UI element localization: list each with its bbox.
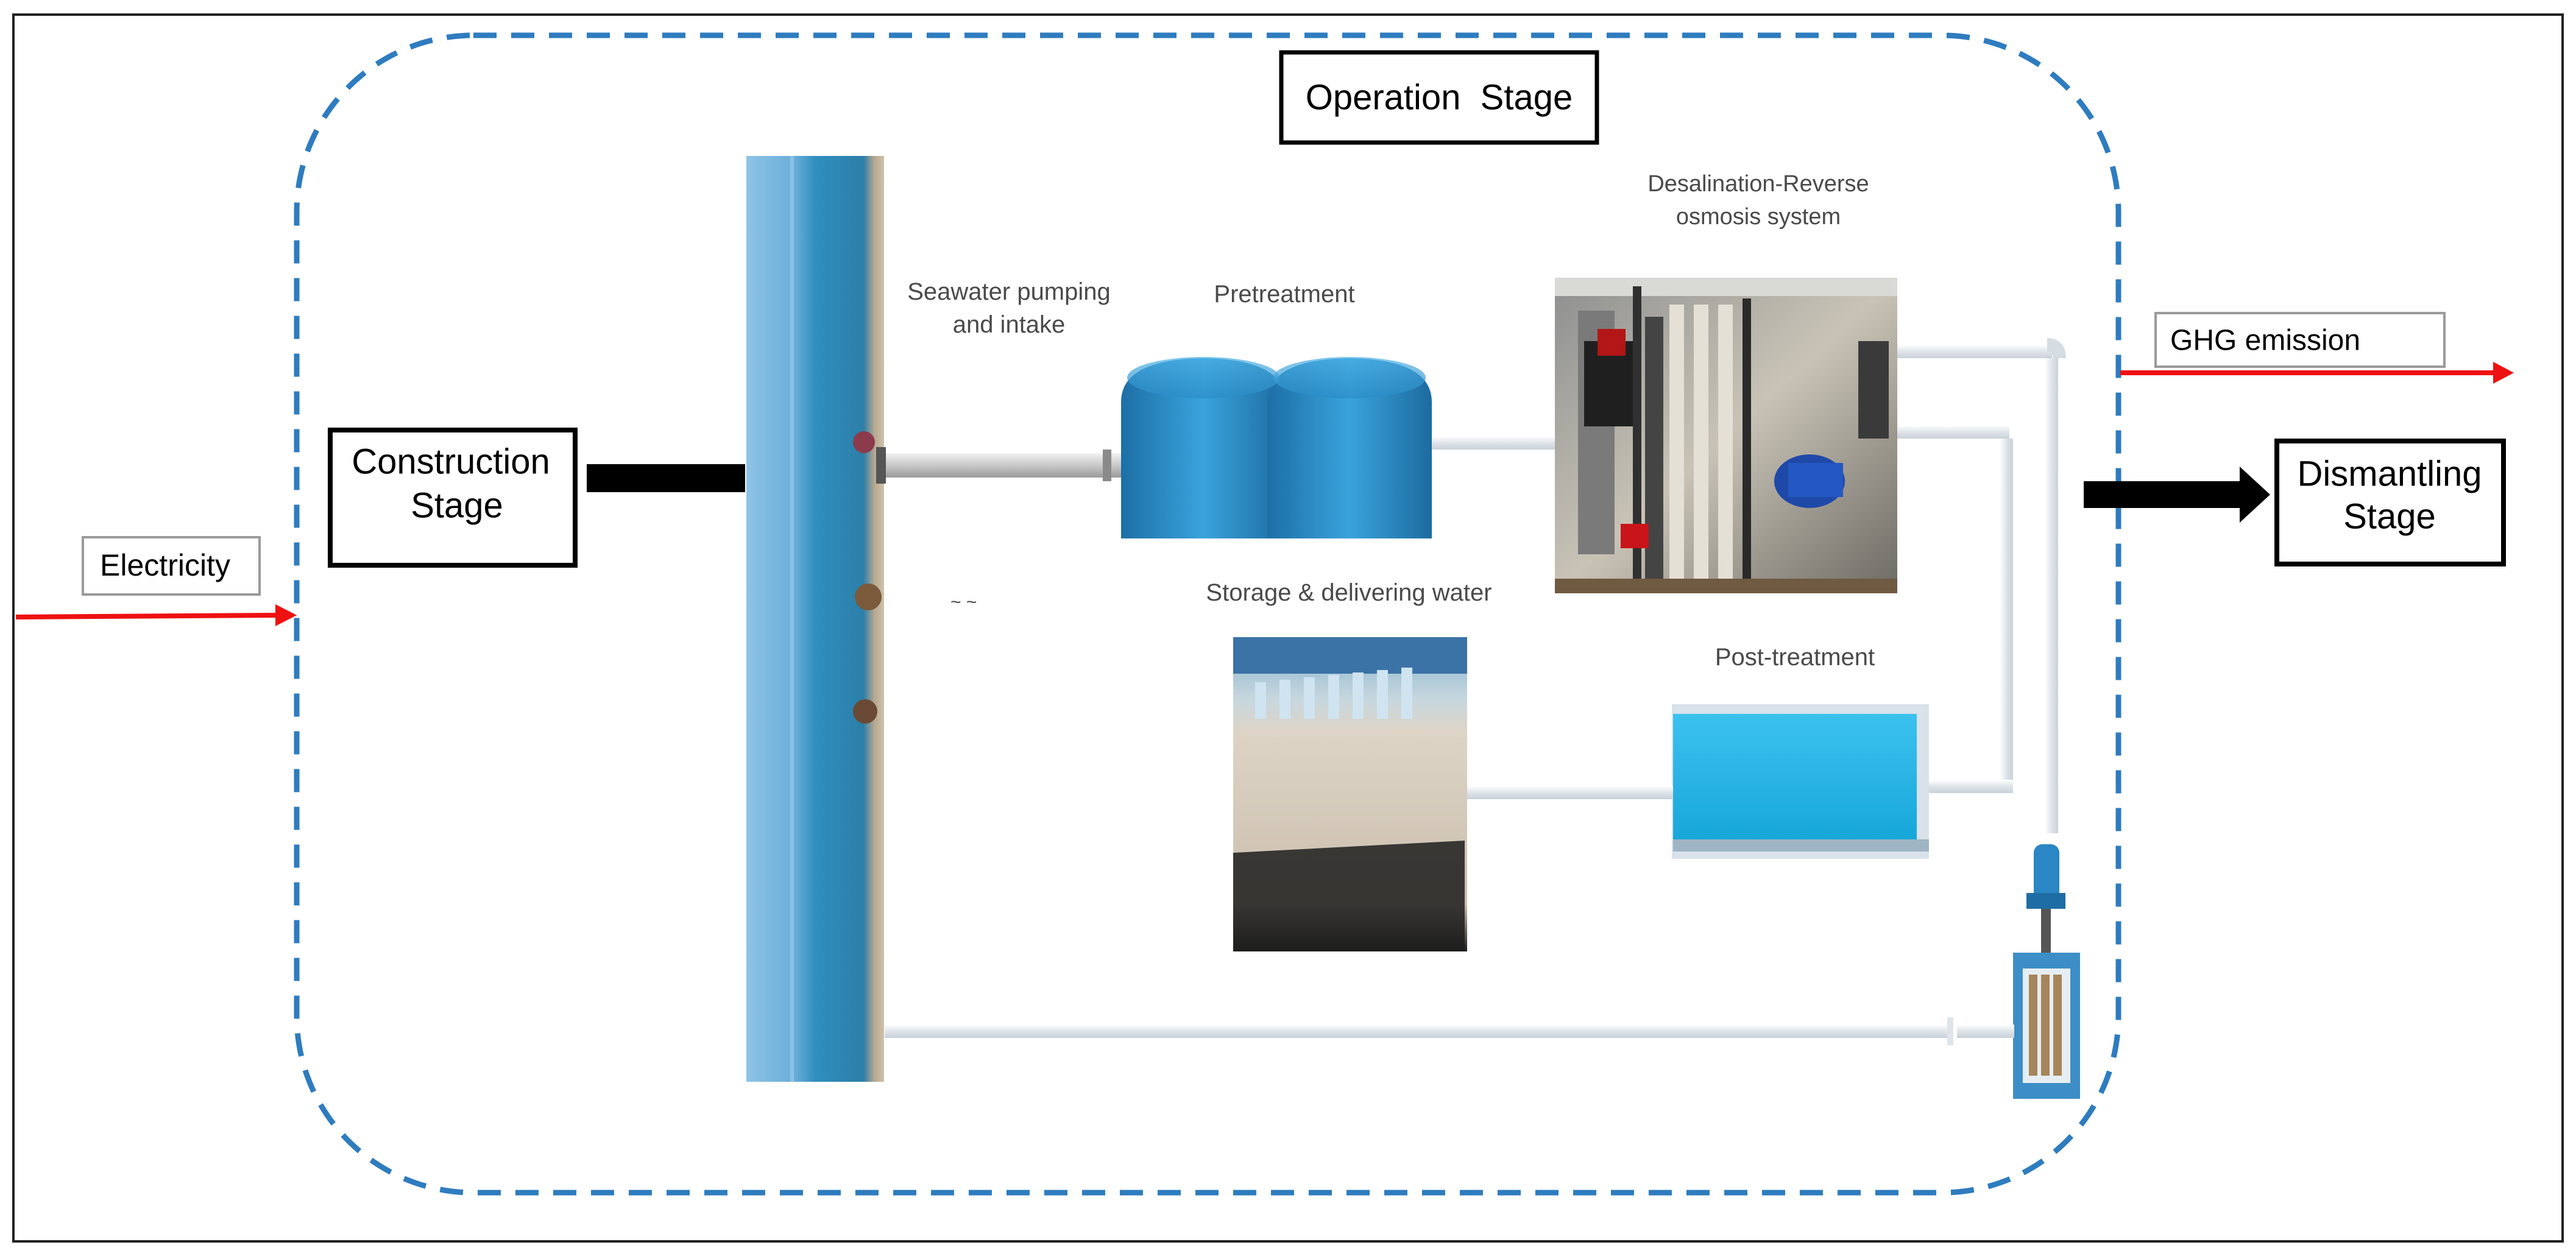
operation-stage-box: Operation Stage — [1279, 50, 1599, 145]
pretreatment-label: Pretreatment — [1214, 281, 1354, 308]
ro-system-image — [1555, 278, 1897, 593]
pretreatment-tanks — [1121, 357, 1432, 538]
construction-stage-line1: Construction — [352, 442, 550, 481]
seawater-image — [746, 156, 884, 1082]
electricity-arrow — [15, 613, 281, 619]
operation-boundary — [294, 32, 2121, 1196]
intake-pipe — [876, 447, 1128, 484]
electricity-arrowhead — [275, 604, 297, 626]
ro-outlet-pipes — [1897, 338, 2066, 833]
stray-mark: ~ ~ — [950, 592, 977, 612]
ghg-arrowhead — [2493, 362, 2514, 384]
dismantling-stage-box: Dismantling Stage — [2274, 439, 2506, 566]
return-pipe — [885, 1017, 2014, 1045]
pipe-post-to-storage — [1465, 786, 1673, 799]
post-treatment-basin — [1672, 704, 1929, 859]
construction-connector — [587, 464, 745, 492]
intake-label-line1: Seawater pumping — [907, 278, 1111, 305]
dismantling-arrow — [2084, 467, 2270, 523]
post-treatment-label: Post-treatment — [1715, 644, 1875, 671]
ghg-label: GHG emission — [2170, 325, 2360, 357]
dismantling-stage-line2: Stage — [2343, 496, 2436, 536]
intake-label-line2: and intake — [953, 311, 1066, 338]
dismantling-stage-line1: Dismantling — [2298, 454, 2482, 493]
pipe-pre-to-ro — [1432, 436, 1557, 450]
ghg-output: GHG emission — [2120, 312, 2514, 384]
ro-label-line2: osmosis system — [1676, 204, 1841, 230]
pump-unit — [2013, 844, 2080, 1099]
storage-label: Storage & delivering water — [1206, 579, 1491, 606]
outer-frame — [12, 13, 2564, 1243]
ro-label-line1: Desalination-Reverse — [1647, 171, 1869, 197]
electricity-label: Electricity — [100, 548, 230, 582]
operation-stage-label: Operation Stage — [1306, 77, 1573, 117]
construction-stage-box: Construction Stage — [328, 428, 578, 568]
electricity-input: Electricity — [15, 536, 297, 626]
storage-image — [1233, 637, 1467, 951]
construction-stage-line2: Stage — [411, 485, 503, 525]
